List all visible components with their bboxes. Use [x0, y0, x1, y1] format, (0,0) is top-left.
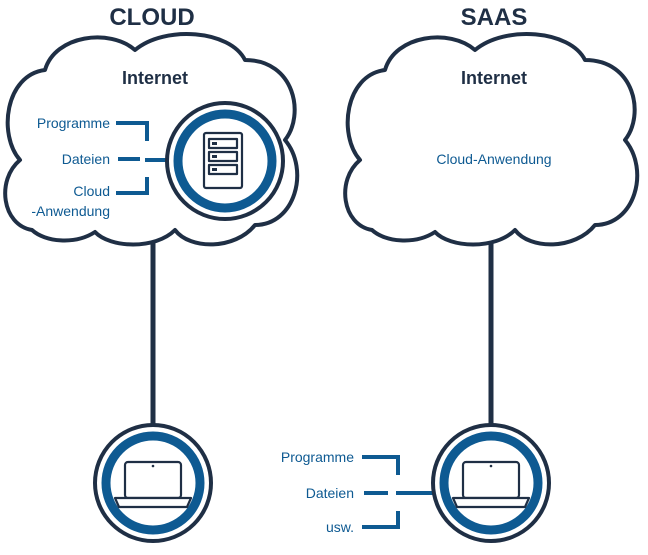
right-bracket [362, 455, 440, 529]
right-cloud-shape [343, 32, 640, 247]
right-label-etc: usw. [326, 519, 354, 535]
left-label-files: Dateien [62, 151, 110, 167]
left-label-app-line2: -Anwendung [31, 203, 110, 219]
left-title: CLOUD [109, 4, 194, 31]
laptop-icon [113, 460, 193, 509]
left-bracket [116, 121, 180, 195]
right-cloud-app-label: Cloud-Anwendung [436, 151, 551, 167]
right-label-programs: Programme [281, 449, 354, 465]
right-internet-label: Internet [461, 68, 527, 88]
right-label-files: Dateien [306, 485, 354, 501]
right-title: SAAS [461, 4, 528, 31]
left-label-app-line1: Cloud [73, 183, 110, 199]
left-label-programs: Programme [37, 115, 110, 131]
server-node [165, 101, 285, 221]
server-icon [202, 131, 244, 190]
right-laptop-node [431, 423, 551, 543]
left-internet-label: Internet [122, 68, 188, 88]
laptop-icon [451, 460, 531, 509]
left-laptop-node [93, 423, 213, 543]
